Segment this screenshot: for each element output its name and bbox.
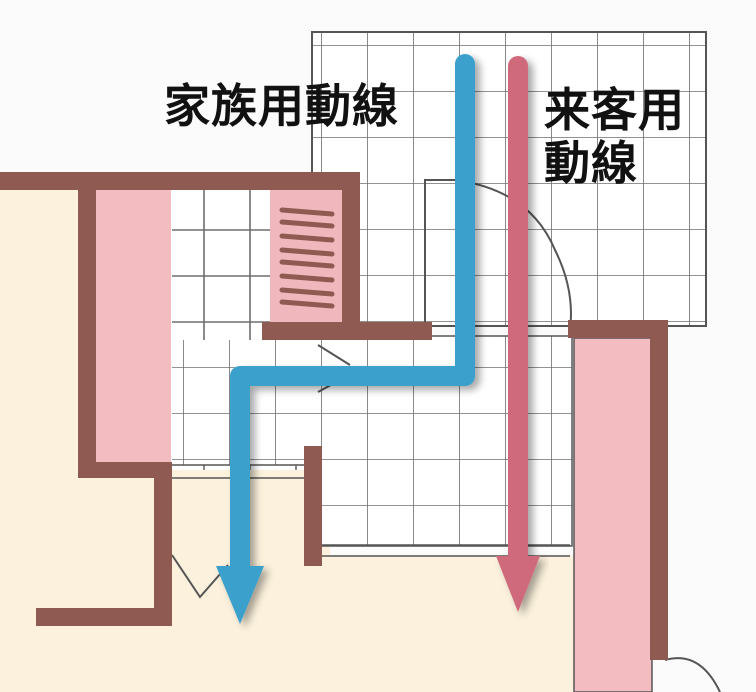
family-route-label: 家族用動線	[164, 79, 399, 133]
guest-route-label: 来客用 動線	[544, 84, 714, 190]
storage-blocks	[96, 188, 653, 692]
guest-route-label-line2: 動線	[544, 135, 638, 190]
stair-treads	[279, 207, 335, 309]
family-route-arrow	[216, 54, 475, 624]
guest-route-arrow	[496, 56, 540, 612]
guest-route-label-line1: 来客用	[544, 83, 685, 137]
walls	[0, 172, 668, 660]
